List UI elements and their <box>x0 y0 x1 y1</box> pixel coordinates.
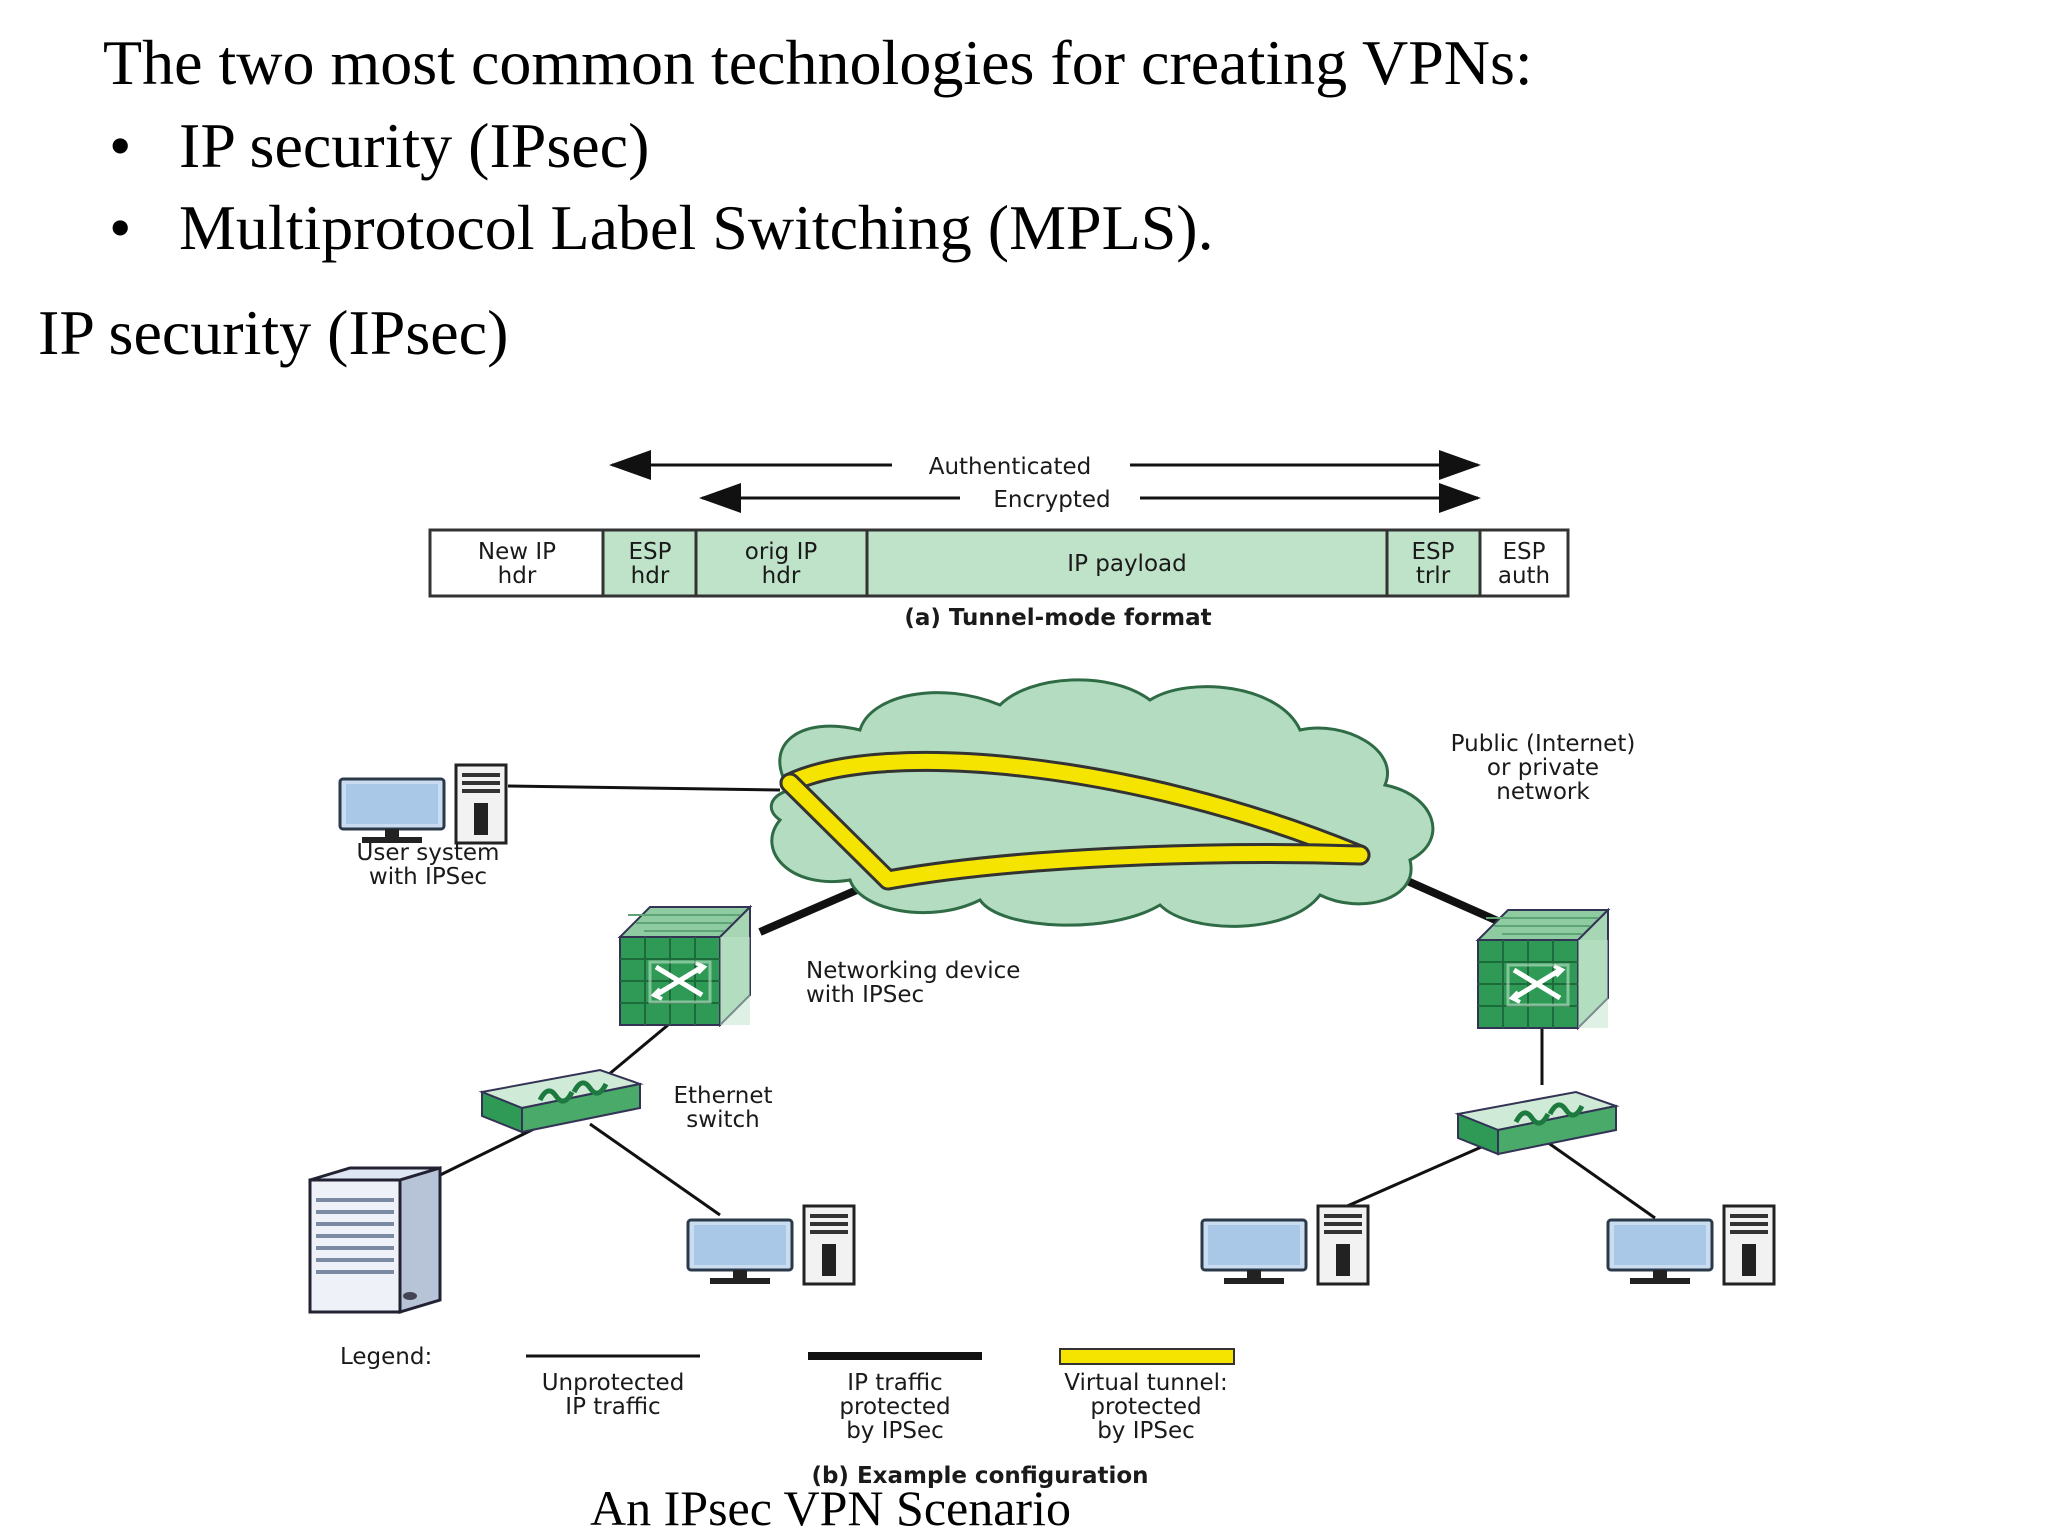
field-label: New IP <box>478 539 556 565</box>
networking-device-left-icon <box>620 907 750 1025</box>
field-ip-payload <box>865 528 1389 598</box>
ethernet-switch-right-icon <box>1458 1092 1616 1154</box>
field-label: ESP <box>628 539 671 565</box>
example-configuration: Public (Internet) or private network Use… <box>308 678 1776 1489</box>
bullet-item: • IP security (IPsec) <box>103 105 1214 187</box>
field-label: IP payload <box>1067 551 1186 577</box>
unprotected-link <box>589 1122 721 1217</box>
cloud <box>769 678 1435 928</box>
user-system-computer-icon <box>338 763 508 845</box>
legend-title: Legend: <box>340 1344 432 1370</box>
field-esp-trlr <box>1385 528 1482 598</box>
tunnel-format-caption: (a) Tunnel-mode format <box>904 605 1211 631</box>
legend-label: IP traffic <box>847 1370 942 1396</box>
ethernet-switch-label: switch <box>686 1107 759 1133</box>
authenticated-label: Authenticated <box>929 454 1092 480</box>
cloud-label: network <box>1496 779 1590 805</box>
bullet-text: IP security (IPsec) <box>179 110 650 181</box>
legend-label: Virtual tunnel: <box>1064 1370 1228 1396</box>
field-label: ESP <box>1411 539 1454 565</box>
networking-device-label: Networking device <box>806 958 1020 984</box>
bullet-symbol: • <box>109 192 132 263</box>
ethernet-switch-left-icon <box>482 1070 640 1132</box>
lan-computer-icon <box>686 1204 856 1286</box>
legend-tunnel-swatch <box>1059 1348 1235 1365</box>
legend-label: by IPSec <box>1097 1418 1195 1444</box>
ethernet-switch-label: Ethernet <box>673 1083 772 1109</box>
figure-caption: An IPsec VPN Scenario <box>590 1480 1071 1536</box>
field-esp-hdr <box>601 528 698 598</box>
unprotected-link <box>507 784 781 792</box>
field-label: hdr <box>498 563 537 589</box>
legend-label: Unprotected <box>542 1370 685 1396</box>
user-system-label: with IPSec <box>369 864 487 890</box>
virtual-tunnel <box>779 750 1371 891</box>
networking-device-label: with IPSec <box>806 982 924 1008</box>
field-label: orig IP <box>745 539 818 565</box>
networking-device-right-icon <box>1478 910 1608 1028</box>
cloud-label: Public (Internet) <box>1451 731 1636 757</box>
unprotected-link <box>429 1122 545 1182</box>
unprotected-link <box>1529 1128 1656 1220</box>
remote-computer-icon <box>1200 1204 1370 1286</box>
user-system-label: User system <box>357 840 500 866</box>
field-label: auth <box>1498 563 1550 589</box>
field-esp-auth <box>1478 528 1570 598</box>
packet-fields: New IP hdr ESP hdr orig IP hdr IP payloa… <box>428 528 1570 598</box>
section-title: IP security (IPsec) <box>38 297 509 368</box>
server-icon <box>308 1165 442 1315</box>
bullet-symbol: • <box>109 110 132 181</box>
field-label: hdr <box>631 563 670 589</box>
example-configuration-caption: (b) Example configuration <box>811 1463 1148 1489</box>
encrypted-label: Encrypted <box>993 487 1110 513</box>
field-label: hdr <box>762 563 801 589</box>
field-label: ESP <box>1502 539 1545 565</box>
intro-text: The two most common technologies for cre… <box>103 27 1533 98</box>
tunnel-mode-format: Authenticated Encrypted New IP hdr ESP h… <box>428 450 1570 631</box>
legend-label: protected <box>1090 1394 1201 1420</box>
legend-label: IP traffic <box>565 1394 660 1420</box>
remote-computer-icon <box>1606 1204 1776 1286</box>
legend-label: protected <box>839 1394 950 1420</box>
bullet-text: Multiprotocol Label Switching (MPLS). <box>179 192 1214 263</box>
cloud-label: or private <box>1487 755 1599 781</box>
legend: Legend: Unprotected IP traffic IP traffi… <box>340 1344 1235 1444</box>
bullet-item: • Multiprotocol Label Switching (MPLS). <box>103 187 1214 269</box>
field-orig-ip-hdr <box>694 528 869 598</box>
bullet-list: • IP security (IPsec) • Multiprotocol Labe… <box>103 105 1214 269</box>
legend-label: by IPSec <box>846 1418 944 1444</box>
field-label: trlr <box>1416 563 1451 589</box>
